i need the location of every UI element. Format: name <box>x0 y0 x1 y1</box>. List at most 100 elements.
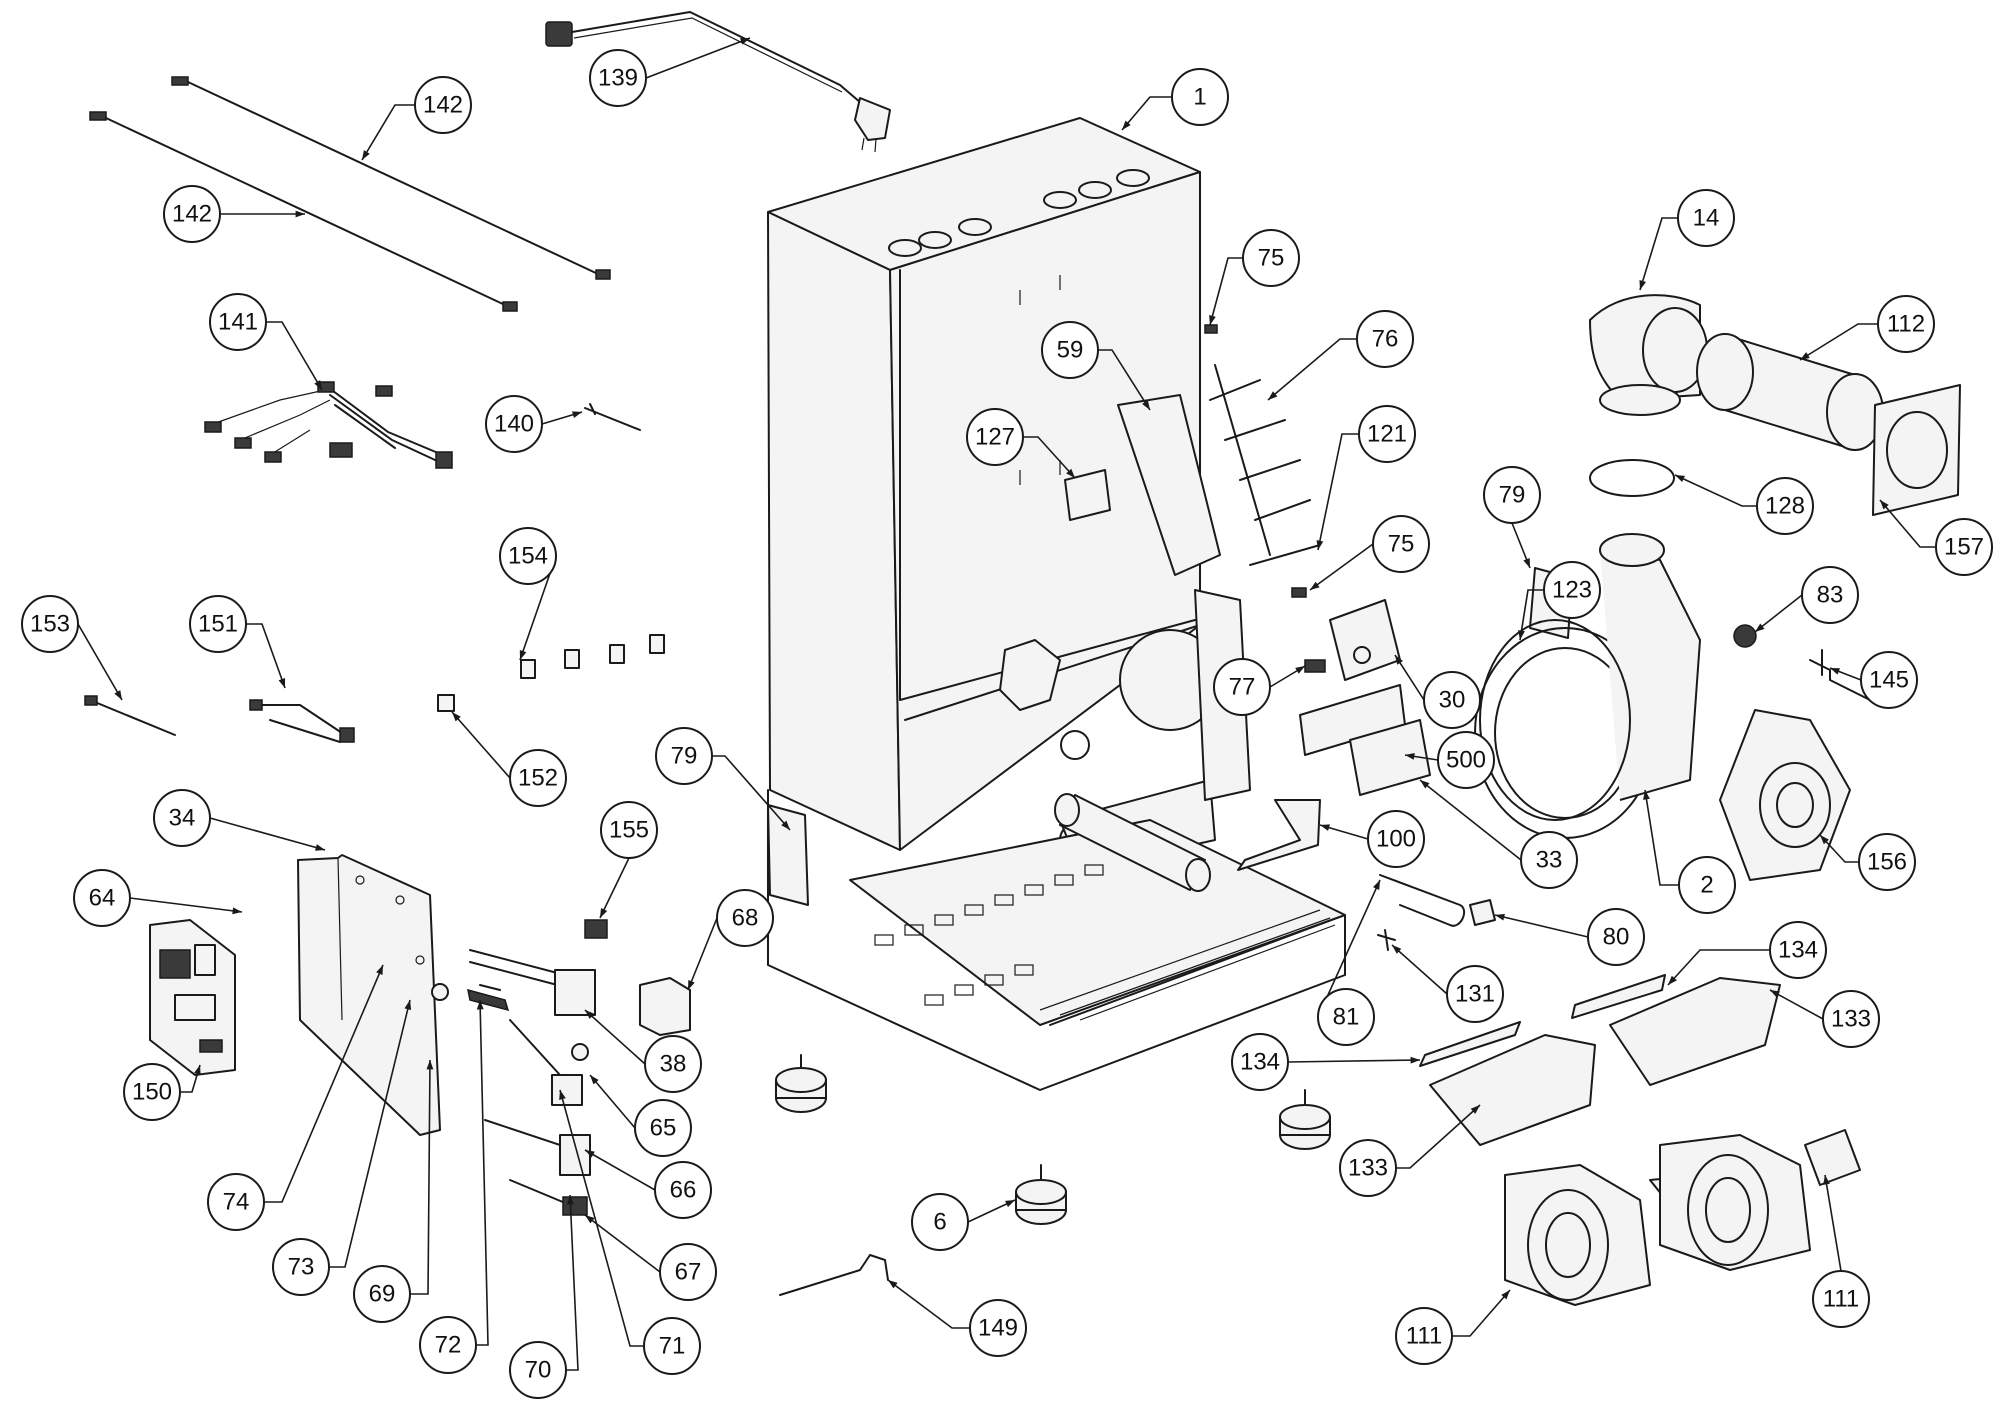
burn-pot-assembly <box>1299 599 1431 796</box>
callout-number: 34 <box>169 805 196 832</box>
leader-line <box>1396 1104 1481 1169</box>
leader-line <box>451 711 511 779</box>
leader-arrowhead <box>688 980 695 990</box>
callout-circle <box>589 49 647 107</box>
heat-deflector <box>1237 799 1321 871</box>
callout-number: 1 <box>1193 84 1206 111</box>
callout-number: 111 <box>1406 1323 1442 1350</box>
callout-number: 127 <box>975 424 1015 451</box>
callout-balloon: 30 <box>1423 671 1481 729</box>
leader-arrowhead <box>600 908 608 918</box>
leader-arrowhead <box>572 411 582 418</box>
callout-number: 66 <box>670 1177 697 1204</box>
callout-balloon: 66 <box>654 1161 712 1219</box>
leader-arrowhead <box>1470 1105 1480 1114</box>
leader-line <box>1769 989 1824 1020</box>
leader-line <box>129 897 243 913</box>
callout-balloon: 153 <box>21 595 79 653</box>
leader-arrowhead <box>1209 315 1216 325</box>
leader-line <box>1519 589 1544 641</box>
callout-balloon: 141 <box>209 293 267 351</box>
leader-line <box>1667 949 1770 986</box>
leader-arrowhead <box>362 150 370 160</box>
callout-number: 73 <box>288 1254 315 1281</box>
callout-number: 133 <box>1348 1155 1388 1182</box>
connector-set <box>437 634 665 712</box>
callout-circle <box>1446 965 1504 1023</box>
leader-arrowhead <box>1005 1200 1015 1208</box>
hinge-bracket <box>1809 649 1871 701</box>
leader-arrowhead <box>1395 655 1403 665</box>
leader-line <box>1799 323 1878 361</box>
leader-line <box>266 321 323 391</box>
leader-line <box>584 1149 656 1191</box>
callout-balloon: 64 <box>73 869 131 927</box>
sensor-bracket <box>779 1254 889 1296</box>
leader-arrowhead <box>295 210 305 218</box>
power-cord <box>545 11 891 153</box>
callout-balloon: 74 <box>207 1173 265 1231</box>
callout-balloon: 156 <box>1858 833 1916 891</box>
leader-line <box>77 623 123 701</box>
callout-circle <box>419 1316 477 1374</box>
leader-line <box>599 857 630 919</box>
callout-number: 152 <box>518 765 558 792</box>
callout-circle <box>1372 515 1430 573</box>
callout-circle <box>1339 1139 1397 1197</box>
leader-arrowhead <box>426 1060 434 1070</box>
leader-arrowhead <box>590 1075 599 1085</box>
leader-line <box>559 1089 644 1347</box>
leader-line <box>589 1074 636 1129</box>
callout-balloon: 79 <box>655 727 713 785</box>
callout-number: 59 <box>1057 337 1084 364</box>
callout-number: 500 <box>1446 747 1486 774</box>
leader-arrowhead <box>1268 391 1278 400</box>
leader-arrowhead <box>232 907 242 915</box>
callout-circle <box>189 595 247 653</box>
callout-balloon: 140 <box>485 395 543 453</box>
vent-gasket <box>1872 384 1961 516</box>
leader-arrowhead <box>1830 668 1840 675</box>
callout-circle <box>1812 1270 1870 1328</box>
callout-balloon: 65 <box>634 1099 692 1157</box>
leader-arrowhead <box>740 38 750 45</box>
callout-circle <box>1171 68 1229 126</box>
callout-balloon: 111 <box>1395 1307 1453 1365</box>
leader-arrowhead <box>888 1280 898 1289</box>
rod-clip <box>1469 899 1496 926</box>
callout-number: 79 <box>671 743 698 770</box>
callout-number: 67 <box>675 1259 702 1286</box>
leader-arrowhead <box>1880 500 1889 510</box>
callout-number: 83 <box>1817 582 1844 609</box>
callout-balloon: 151 <box>189 595 247 653</box>
callout-number: 155 <box>609 817 649 844</box>
rod-handle <box>1379 874 1466 927</box>
leader-arrowhead <box>315 844 325 851</box>
leader-arrowhead <box>1523 558 1530 568</box>
leader-arrowhead <box>567 1195 574 1205</box>
leader-arrowhead <box>1800 352 1810 360</box>
callout-balloon: 157 <box>1935 518 1993 576</box>
cover-plate-left <box>767 804 809 906</box>
leader-arrowhead <box>1501 1290 1510 1300</box>
callout-balloon: 127 <box>966 408 1024 466</box>
callout-circle <box>163 185 221 243</box>
leader-arrowhead <box>452 712 461 722</box>
callout-number: 70 <box>525 1357 552 1384</box>
small-harness-a <box>89 699 176 736</box>
leader-arrowhead <box>1295 666 1305 674</box>
leader-line <box>1309 543 1374 591</box>
leader-arrowhead <box>278 678 286 688</box>
callout-balloon: 14 <box>1677 189 1735 247</box>
chute-block <box>1064 469 1111 521</box>
callout-balloon: 80 <box>1587 908 1645 966</box>
callout-circle <box>1756 477 1814 535</box>
callout-circle <box>1877 295 1935 353</box>
callout-number: 142 <box>423 92 463 119</box>
callout-balloon: 145 <box>1860 651 1918 709</box>
callout-balloon: 155 <box>600 801 658 859</box>
callout-number: 75 <box>1258 245 1285 272</box>
callout-circle <box>1935 518 1993 576</box>
